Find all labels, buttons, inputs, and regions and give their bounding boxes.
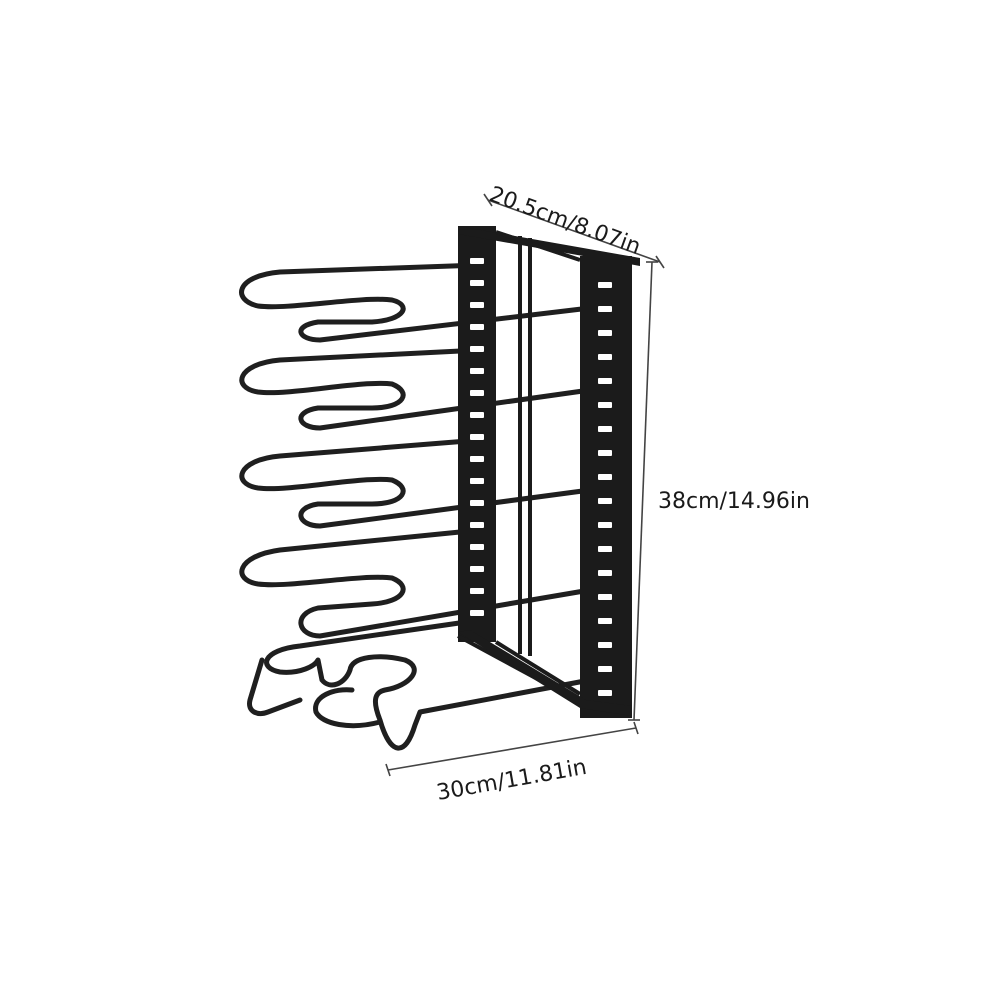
wire-arm-2 xyxy=(239,347,593,431)
rack-frame xyxy=(457,226,640,718)
bottom-rail xyxy=(458,630,632,716)
wire-arm-4 xyxy=(239,527,593,639)
wire-base xyxy=(264,617,593,751)
width-label: 30cm/11.81in xyxy=(435,755,589,806)
wire-arms xyxy=(239,262,593,751)
front-upright-right xyxy=(580,256,632,718)
wire-arm-1 xyxy=(239,262,593,343)
depth-dimension-line xyxy=(487,199,661,263)
dimension-lines xyxy=(385,193,665,777)
height-dimension-line xyxy=(633,261,653,721)
width-dimension-line xyxy=(387,727,637,771)
wire-arm-3 xyxy=(239,437,593,529)
height-label: 38cm/14.96in xyxy=(658,489,810,514)
wire-base-strut xyxy=(247,657,303,716)
wire-base-foot xyxy=(313,687,383,729)
